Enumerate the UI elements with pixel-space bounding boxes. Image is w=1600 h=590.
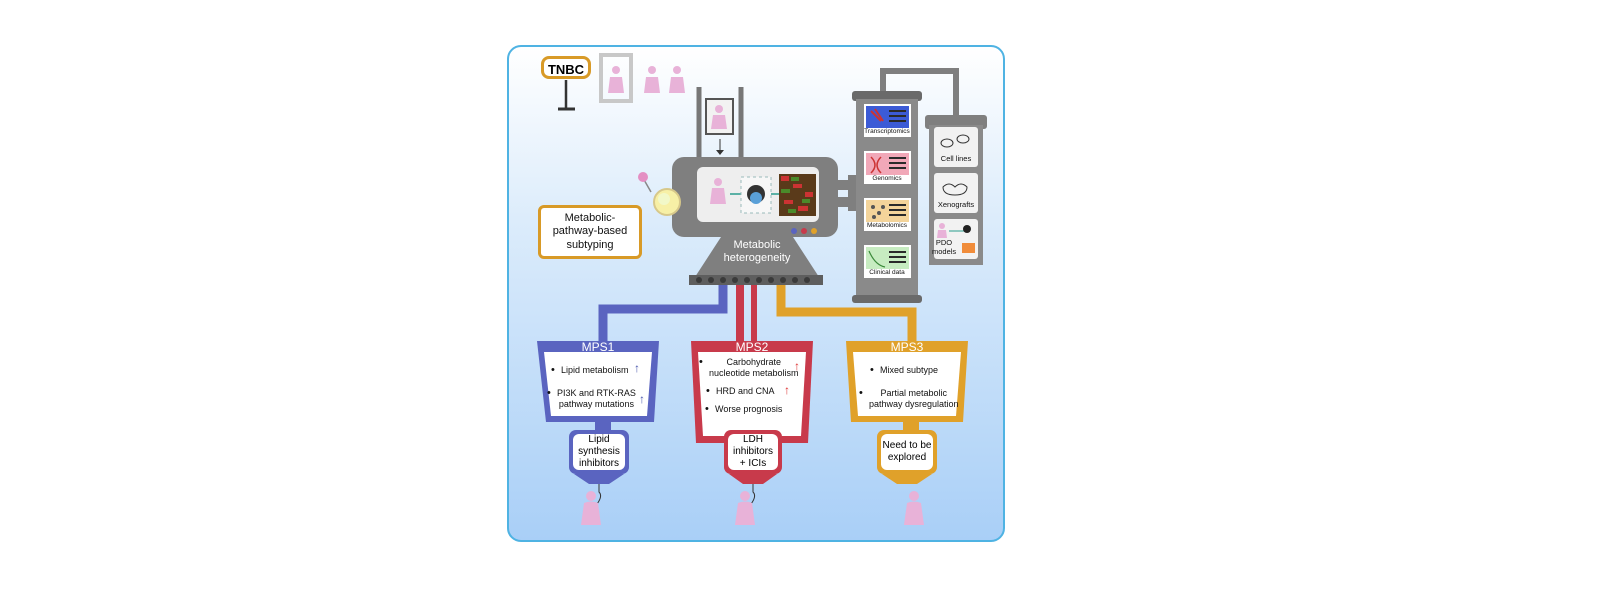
mps1-arrow-2: ↑ [639, 392, 645, 406]
mps2-bullet-3: Worse prognosis [705, 404, 782, 415]
machine-label: Metabolic heterogeneity [723, 239, 791, 265]
patient-icons [608, 66, 685, 93]
door-frame [599, 53, 633, 103]
pipe-mps3 [776, 285, 917, 343]
omics-genomics: Genomics [872, 175, 902, 182]
mps1-bullet-1: Lipid metabolism [551, 365, 628, 376]
mps2-drug-label: LDH inhibitors + ICIs [732, 434, 774, 469]
mps1-arrow-1: ↑ [634, 361, 640, 375]
mps2-title: MPS2 [735, 340, 769, 354]
omics-clinical-data: Clinical data [869, 269, 905, 276]
mps3-drug-box: Need to be explored [881, 434, 933, 470]
mps3-title: MPS3 [890, 340, 924, 354]
mps2-arrow-2: ↑ [784, 383, 790, 397]
mps1-title: MPS1 [581, 340, 615, 354]
mps2-bullet-2: HRD and CNA [706, 386, 774, 397]
tnbc-label: TNBC [541, 56, 591, 79]
mps1-drug-box: Lipid synthesis inhibitors [573, 434, 625, 470]
mps3-bullet-2: Partial metabolic pathway dysregulation [859, 388, 959, 410]
model-cell-lines: Cell lines [940, 154, 972, 163]
mps2-drug-box: LDH inhibitors + ICIs [728, 434, 778, 470]
mps2-arrow-1: ↑ [794, 359, 800, 373]
model-pdo: PDO models [932, 238, 957, 256]
mps3-bullet-1: Mixed subtype [870, 365, 938, 376]
machine-base [695, 237, 819, 277]
treated-patients [581, 491, 924, 525]
mps3-drug-label: Need to be explored [882, 440, 932, 463]
model-xenografts: Xenografts [937, 200, 975, 209]
mps1-bullet-2: PI3K and RTK-RAS pathway mutations [547, 388, 636, 410]
mps2-bullet-1: Carbohydrate nucleotide metabolism [699, 357, 799, 379]
mps1-drug-label: Lipid synthesis inhibitors [578, 434, 620, 469]
omics-metabolomics: Metabolomics [866, 222, 908, 229]
subtyping-label: Metabolic- pathway-based subtyping [552, 212, 628, 251]
pipe-mps1 [598, 285, 728, 343]
figure-frame: TNBC Metabolic- pathway-based subtyping … [507, 45, 1005, 542]
omics-transcriptomics: Transcriptomics [864, 128, 910, 135]
subtyping-box: Metabolic- pathway-based subtyping [538, 205, 642, 259]
